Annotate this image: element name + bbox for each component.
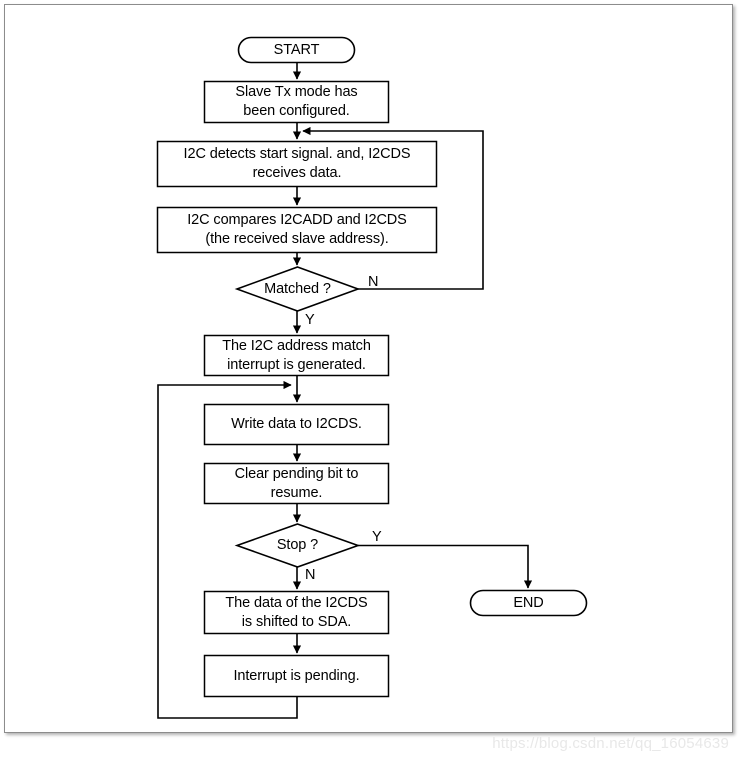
node-clear-pending-bit (203, 462, 390, 505)
node-address-match-interrupt (203, 334, 390, 377)
edge-stop-yes-to-end (358, 544, 533, 589)
node-end (469, 589, 588, 617)
node-i2c-compares-address (156, 206, 438, 254)
branch-label-matched-no: N (368, 274, 379, 290)
edge-interrupt-pending-loopback (157, 380, 298, 719)
branch-label-stop-no: N (305, 567, 316, 583)
node-i2c-detects-start (156, 140, 438, 188)
node-interrupt-pending (203, 654, 390, 698)
watermark-text: https://blog.csdn.net/qq_16054639 (492, 735, 729, 752)
edge-matched-no-loopback (302, 126, 484, 290)
branch-label-stop-yes: Y (372, 529, 382, 545)
node-start (237, 36, 356, 64)
node-slave-tx-mode (203, 80, 390, 124)
node-matched-decision (234, 266, 361, 312)
node-write-data (203, 403, 390, 446)
node-stop-decision (234, 523, 361, 568)
branch-label-matched-yes: Y (305, 312, 315, 328)
node-shift-to-sda (203, 590, 390, 635)
